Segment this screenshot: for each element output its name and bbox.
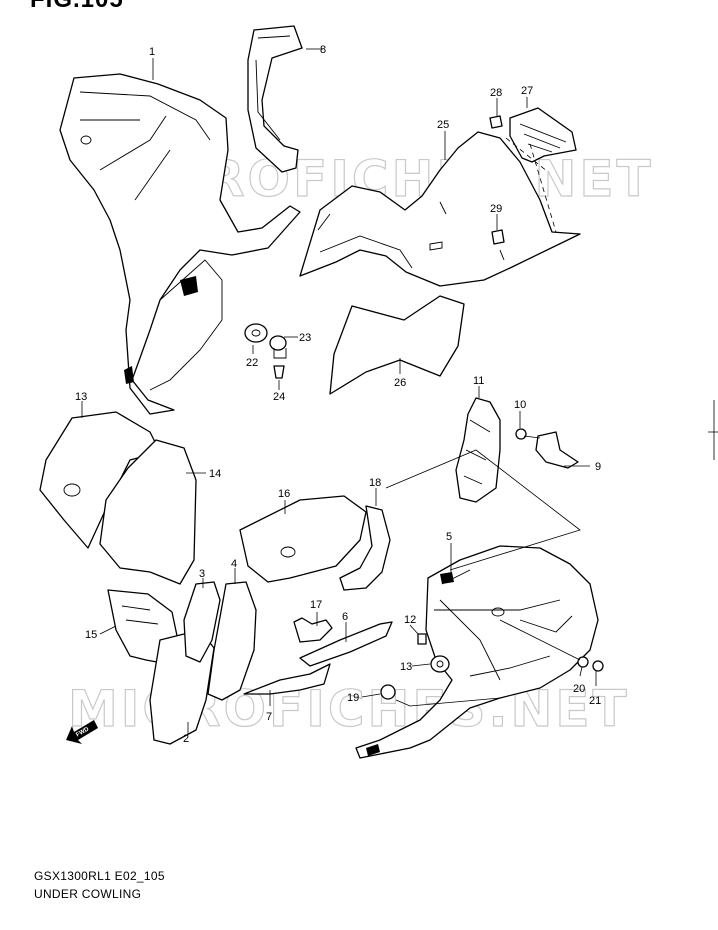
callout-10: 10 xyxy=(514,399,526,411)
callout-24: 24 xyxy=(273,391,285,403)
callout-11: 11 xyxy=(473,375,484,387)
figure-title: FIG.105 xyxy=(30,0,124,14)
leader-lines xyxy=(81,48,597,734)
part-8-bracket xyxy=(247,25,303,173)
callout-15: 15 xyxy=(85,629,97,641)
part-18-trim xyxy=(339,505,391,591)
part-22-grommet xyxy=(244,323,268,343)
callout-26: 26 xyxy=(394,377,406,389)
part-5-lower-cowling xyxy=(355,545,599,759)
part-9-bracket xyxy=(535,431,579,469)
callout-13-lower: 13 xyxy=(400,661,412,673)
part-20-washer xyxy=(577,656,589,668)
callout-20: 20 xyxy=(573,683,585,695)
part-23-nut xyxy=(269,335,287,359)
callout-2: 2 xyxy=(183,733,189,745)
part-16-panel xyxy=(239,495,367,583)
part-12-screw xyxy=(417,633,427,645)
part-6-trim-strip xyxy=(299,621,393,667)
part-4-cover xyxy=(207,581,257,701)
callout-16: 16 xyxy=(278,488,290,500)
part-19-nut xyxy=(380,684,396,700)
callout-6: 6 xyxy=(342,611,348,623)
callout-19: 19 xyxy=(347,692,359,704)
part-1-inner-panel xyxy=(59,73,301,415)
callout-25: 25 xyxy=(437,119,449,131)
part-26-panel xyxy=(329,295,465,395)
callout-28: 28 xyxy=(490,87,502,99)
part-13-grommet xyxy=(430,655,450,673)
callout-23: 23 xyxy=(299,332,311,344)
callout-18: 18 xyxy=(369,477,381,489)
callout-12: 12 xyxy=(404,614,416,626)
part-17-pad xyxy=(293,617,333,643)
page-edge-mark xyxy=(708,400,718,460)
callout-21: 21 xyxy=(589,695,601,707)
callout-22: 22 xyxy=(246,357,258,369)
part-24-screw xyxy=(273,365,285,379)
part-25-upper-cowling xyxy=(299,131,581,287)
callout-4: 4 xyxy=(231,558,237,570)
part-29-screw xyxy=(491,229,505,245)
part-21-bolt xyxy=(592,660,604,672)
callout-3: 3 xyxy=(199,568,205,580)
callout-27: 27 xyxy=(521,85,533,97)
part-14-side-cover xyxy=(99,439,197,585)
part-27-bracket xyxy=(509,107,577,163)
callout-29: 29 xyxy=(490,203,502,215)
callout-14: 14 xyxy=(209,468,221,480)
part-7-lower-strip xyxy=(243,663,331,695)
footer-model-code: GSX1300RL1 E02_105 xyxy=(34,869,165,883)
part-10-screw xyxy=(515,428,527,440)
callout-13-upper: 13 xyxy=(75,391,87,403)
part-11-bracket xyxy=(455,397,501,503)
footer-section-name: UNDER COWLING xyxy=(34,887,142,901)
callout-9: 9 xyxy=(595,461,601,473)
callout-labels: 1 2 3 4 5 6 7 8 9 10 11 12 13 13 14 15 1… xyxy=(75,44,601,745)
part-28-screw xyxy=(489,115,503,129)
part-3-cover xyxy=(183,581,221,663)
callout-8: 8 xyxy=(320,44,326,56)
callout-1: 1 xyxy=(149,46,155,58)
callout-17: 17 xyxy=(310,599,322,611)
callout-7: 7 xyxy=(266,711,272,723)
callout-5: 5 xyxy=(446,531,452,543)
